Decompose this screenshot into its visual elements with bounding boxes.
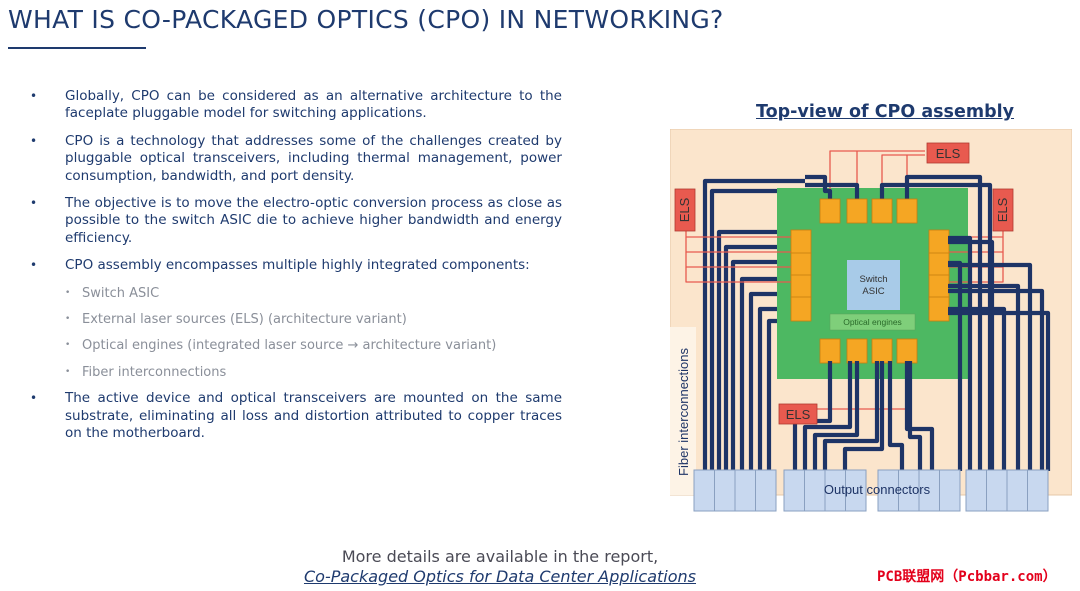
fiber-line xyxy=(887,361,905,471)
output-connector xyxy=(845,469,867,512)
laser-line xyxy=(829,150,925,189)
els-box xyxy=(778,403,818,425)
fiber-label-strip xyxy=(670,327,696,495)
optical-engine xyxy=(790,296,812,322)
optical-engines-band xyxy=(829,313,916,331)
els-box xyxy=(992,188,1014,232)
footer-line-1: More details are available in the report… xyxy=(341,547,659,566)
output-connector xyxy=(714,469,736,512)
output-connector xyxy=(693,469,715,512)
output-connector xyxy=(783,469,805,512)
optical-engine xyxy=(896,198,918,224)
sub-bullet-item: Switch ASIC xyxy=(30,285,562,303)
optical-engine xyxy=(790,252,812,278)
fiber-interconnections-label: Fiber interconnections xyxy=(676,348,691,476)
output-connector xyxy=(734,469,756,512)
optical-engine xyxy=(790,229,812,255)
els-label: ELS xyxy=(936,146,961,161)
fiber-line xyxy=(948,235,973,471)
report-link[interactable]: Co-Packaged Optics for Data Center Appli… xyxy=(303,567,697,586)
els-label: ELS xyxy=(677,197,692,222)
optical-engine xyxy=(819,198,841,224)
optical-engines-label: Optical engines xyxy=(843,317,902,327)
output-connectors-label: Output connectors xyxy=(824,482,931,497)
bullet-item: CPO is a technology that addresses some … xyxy=(30,133,562,185)
optical-engine xyxy=(846,198,868,224)
asic-label: Switch xyxy=(860,274,888,285)
fiber-line xyxy=(805,174,833,199)
footer: More details are available in the report… xyxy=(0,547,1000,586)
asic-label: ASIC xyxy=(862,286,884,297)
fiber-line xyxy=(948,262,1033,471)
fiber-line xyxy=(716,229,797,471)
optical-engine xyxy=(896,338,918,364)
laser-line xyxy=(881,154,925,189)
fiber-line xyxy=(948,239,995,471)
fiber-line xyxy=(709,188,805,471)
bullet-item: CPO assembly encompasses multiple highly… xyxy=(30,257,562,275)
fiber-line xyxy=(948,283,1021,471)
output-connector xyxy=(1027,469,1049,512)
bullet-list: Globally, CPO can be considered as an al… xyxy=(30,88,562,453)
sub-bullet-item: External laser sources (ELS) (architectu… xyxy=(30,311,562,329)
els-box xyxy=(926,142,970,164)
output-connector xyxy=(986,469,1008,512)
fiber-line xyxy=(904,174,983,471)
title-underline xyxy=(8,47,146,49)
optical-engine xyxy=(790,274,812,300)
output-connector xyxy=(755,469,777,512)
diagram-title: Top-view of CPO assembly xyxy=(756,102,1015,122)
fiber-line xyxy=(730,259,797,471)
fiber-line xyxy=(907,361,923,471)
output-connector xyxy=(804,469,826,512)
fiber-line xyxy=(805,182,860,199)
optical-engine xyxy=(928,229,950,255)
optical-engine xyxy=(871,338,893,364)
bullet-item: Globally, CPO can be considered as an al… xyxy=(30,88,562,123)
fiber-line xyxy=(948,306,1007,471)
fiber-line xyxy=(812,361,860,471)
fiber-line xyxy=(802,361,853,471)
laser-line xyxy=(685,267,800,283)
watermark: PCB联盟网（Pcbbar.com） xyxy=(877,569,1057,585)
sub-bullet-item: Optical engines (integrated laser source… xyxy=(30,337,562,355)
optical-engine xyxy=(928,296,950,322)
output-connector xyxy=(1006,469,1028,512)
fiber-line xyxy=(822,361,880,471)
output-connector xyxy=(939,469,961,512)
switch-asic xyxy=(847,260,900,310)
optical-engine xyxy=(928,274,950,300)
bullet-item: The active device and optical transceive… xyxy=(30,390,562,442)
optical-engine xyxy=(819,338,841,364)
output-connector xyxy=(965,469,987,512)
sub-bullet-item: Fiber interconnections xyxy=(30,364,562,382)
laser-line xyxy=(945,267,1004,283)
fiber-line xyxy=(723,244,797,471)
optical-engine xyxy=(928,252,950,278)
optical-engine xyxy=(846,338,868,364)
page-title: WHAT IS CO-PACKAGED OPTICS (CPO) IN NETW… xyxy=(8,5,724,34)
els-label: ELS xyxy=(995,197,1010,222)
fiber-line xyxy=(948,310,1051,471)
fiber-line xyxy=(904,361,935,471)
els-box xyxy=(674,188,696,232)
els-label: ELS xyxy=(786,407,811,422)
bullet-item: The objective is to move the electro-opt… xyxy=(30,195,562,247)
fiber-line xyxy=(702,178,805,471)
fiber-line xyxy=(948,288,1045,471)
fiber-line xyxy=(842,361,885,471)
optical-engine xyxy=(871,198,893,224)
